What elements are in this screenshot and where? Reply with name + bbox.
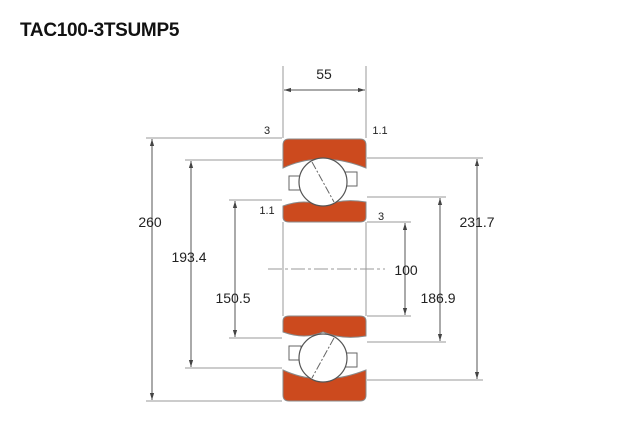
bearing-top-section (282, 138, 367, 223)
ball-bottom (298, 333, 348, 383)
abutment-small-label: 186.9 (420, 290, 455, 306)
chamfer-top-left-label: 3 (264, 125, 270, 137)
width-label: 55 (316, 66, 332, 82)
bore-region (282, 222, 367, 316)
chamfer-inner-right-label: 3 (378, 211, 384, 223)
outer-ring-inner-label: 193.4 (171, 249, 206, 265)
chamfer-top-right-label: 1.1 (372, 125, 387, 137)
chamfer-inner-left-label: 1.1 (259, 205, 274, 217)
dimension-lines (149, 87, 480, 400)
bearing-bottom-section (282, 315, 367, 402)
ball-top (298, 157, 348, 207)
outer-diameter-label: 260 (138, 214, 162, 230)
inner-ring-outer-label: 150.5 (215, 290, 250, 306)
abutment-large-label: 231.7 (459, 214, 494, 230)
bore-label: 100 (394, 262, 418, 278)
product-title: TAC100-3TSUMP5 (20, 20, 180, 41)
inner-ring-bottom (282, 315, 367, 338)
